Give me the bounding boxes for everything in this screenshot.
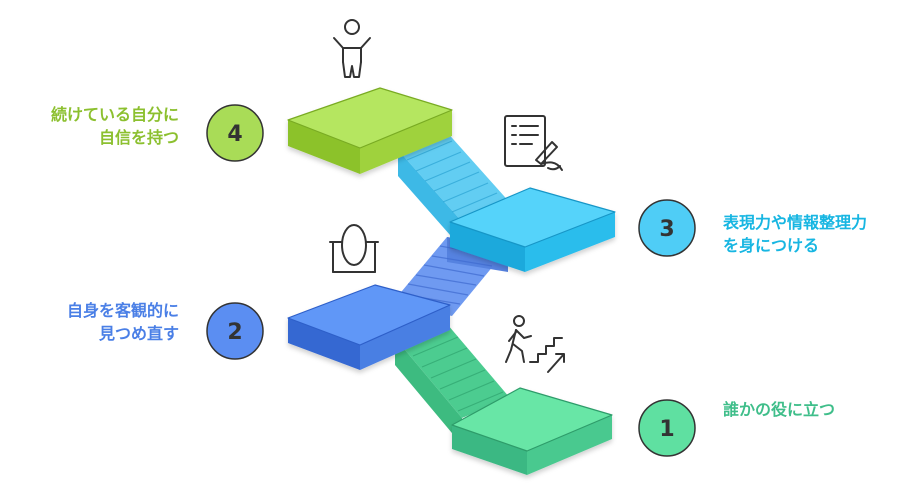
step-1-line-1: 誰かの役に立つ (723, 400, 836, 419)
step-4-label: 続けている自分に 自信を持つ (51, 103, 179, 149)
svg-text:2: 2 (227, 320, 242, 345)
badge-3: 3 (638, 199, 696, 257)
badge-4: 4 (206, 104, 264, 162)
badge-1: 1 (638, 399, 696, 457)
svg-text:4: 4 (227, 122, 242, 147)
svg-text:3: 3 (659, 217, 674, 242)
step-4-line-2: 自信を持つ (98, 128, 179, 147)
mirror-icon (329, 224, 379, 273)
stair-flight-1-2 (395, 318, 510, 445)
platform-1 (451, 387, 613, 475)
step-4-line-1: 続けている自分に (50, 105, 179, 124)
celebrating-person-icon (333, 19, 371, 78)
platform-2 (287, 284, 451, 370)
step-2-line-1: 自身を客観的に (66, 301, 179, 320)
platform-4 (287, 87, 453, 174)
badge-2: 2 (206, 302, 264, 360)
writing-document-icon (504, 115, 563, 171)
stair-flight-3-4 (398, 130, 512, 252)
platform-3 (449, 187, 616, 272)
step-3-label: 表現力や情報整理力 を身につける (723, 211, 867, 257)
step-3-line-1: 表現力や情報整理力 (723, 213, 868, 232)
step-1-label: 誰かの役に立つ (723, 398, 835, 421)
step-3-line-2: を身につける (723, 236, 820, 255)
step-2-label: 自身を客観的に 見つめ直す (67, 299, 179, 345)
svg-text:1: 1 (659, 417, 674, 442)
step-2-line-2: 見つめ直す (98, 324, 179, 343)
person-climbing-stairs-icon (505, 315, 565, 373)
